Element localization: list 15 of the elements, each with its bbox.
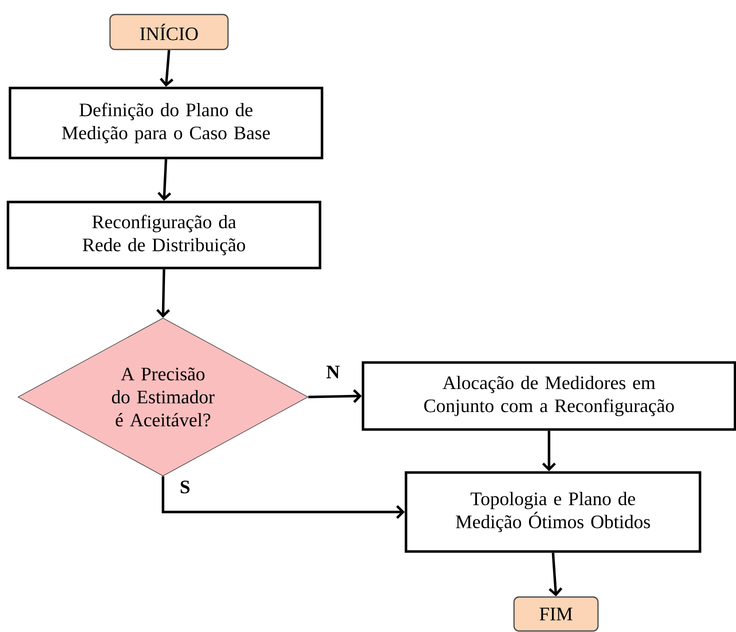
arrow (308, 389, 362, 403)
terminal-box: INÍCIO (109, 14, 229, 50)
arrow (542, 430, 556, 472)
process-box: Reconfiguração da Rede de Distribuição (6, 200, 322, 270)
process-box: Topologia e Plano de Medição Ótimos Obtidos (404, 471, 702, 553)
terminal-box: FIM (513, 596, 599, 632)
edge-label: N (325, 364, 341, 380)
process-box: Alocação de Medidores em Conjunto com a Reconfiguração (362, 361, 736, 431)
arrow (156, 269, 170, 318)
process-box: Definição do Plano de Medição para o Caso Base (8, 86, 324, 160)
arrow (160, 50, 174, 87)
edge-label: S (178, 480, 192, 494)
arrow (162, 476, 405, 519)
arrow (548, 552, 562, 596)
arrow (157, 159, 172, 201)
